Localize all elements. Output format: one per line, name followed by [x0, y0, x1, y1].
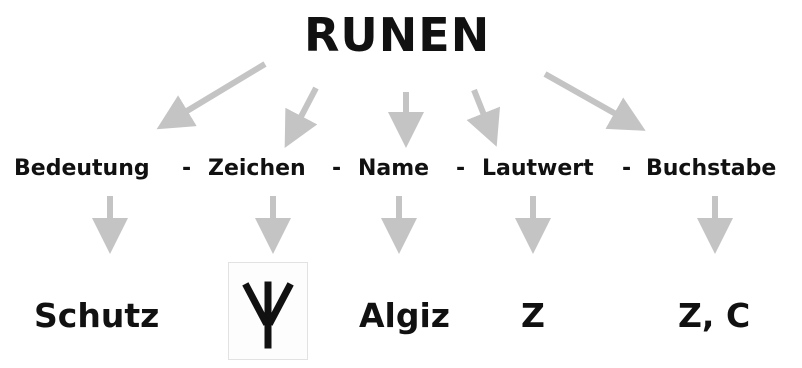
- diagram-title: RUNEN: [304, 8, 491, 62]
- arrow-title-to-bedeutung: [156, 61, 267, 130]
- category-lautwert: Lautwert: [482, 156, 594, 181]
- value-z-c: Z, C: [678, 296, 751, 335]
- separator-2: -: [332, 156, 342, 181]
- value-schutz: Schutz: [34, 296, 160, 335]
- arrow-title-to-zeichen: [284, 86, 319, 148]
- arrow-title-to-lautwert: [466, 88, 501, 147]
- arrow-title-to-buchstabe: [543, 71, 646, 131]
- separator-4: -: [622, 156, 632, 181]
- value-algiz: Algiz: [359, 296, 450, 335]
- separator-1: -: [182, 156, 192, 181]
- category-buchstabe: Buchstabe: [646, 156, 777, 181]
- algiz-rune-glyph: [242, 281, 294, 349]
- category-bedeutung: Bedeutung: [14, 156, 150, 181]
- category-name: Name: [358, 156, 430, 181]
- value-z: Z: [521, 296, 545, 335]
- category-zeichen: Zeichen: [208, 156, 306, 181]
- separator-3: -: [456, 156, 466, 181]
- rune-algiz-icon: [228, 262, 308, 360]
